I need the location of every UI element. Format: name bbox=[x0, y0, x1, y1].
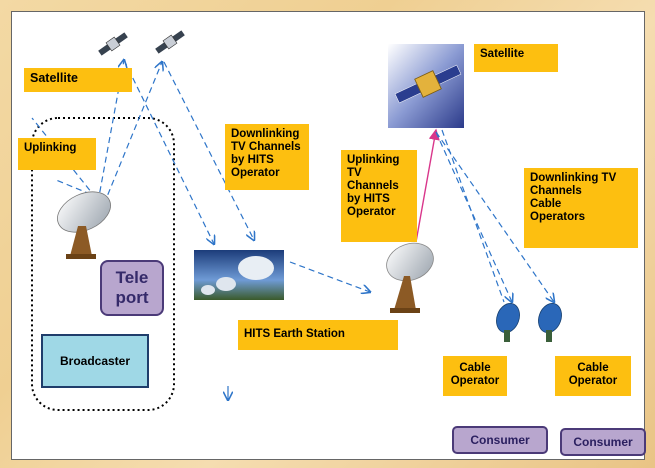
cable-operator-label-2: Cable Operator bbox=[555, 356, 631, 396]
dish-antenna-icon bbox=[57, 191, 111, 259]
uplinking-label: Uplinking bbox=[18, 138, 96, 170]
downlink-cable-arrow-3 bbox=[435, 131, 554, 302]
broadcaster-box: Broadcaster bbox=[41, 334, 149, 388]
uplink-arrow-4 bbox=[55, 179, 101, 199]
satellite-icon bbox=[155, 30, 185, 54]
consumer-box-1: Consumer bbox=[452, 426, 548, 454]
hits-earth-station-label: HITS Earth Station bbox=[238, 320, 398, 350]
downlinking-cable-label: Downlinking TV Channels Cable Operators bbox=[524, 168, 638, 248]
teleport-box: Tele port bbox=[100, 260, 164, 316]
uplink-arrow-2 bbox=[103, 62, 162, 205]
cable-dish-icon bbox=[496, 303, 520, 342]
downlink-hits-arrow-2 bbox=[163, 61, 254, 240]
satellite-label-left: Satellite bbox=[24, 68, 132, 92]
downlink-hits-arrow-1 bbox=[123, 59, 214, 244]
teleport-group-boundary bbox=[31, 117, 175, 411]
cable-dish-icon bbox=[538, 303, 562, 342]
downlink-cable-arrow-2 bbox=[441, 129, 505, 303]
downlink-cable-arrow-1 bbox=[435, 131, 512, 302]
earth-station-dishes-icon bbox=[194, 250, 284, 300]
consumer-box-2: Consumer bbox=[560, 428, 646, 456]
satellite-icon bbox=[98, 32, 128, 56]
hits-uplink-arrow bbox=[415, 128, 440, 243]
station-link-arrow bbox=[289, 261, 370, 292]
satellite-icon bbox=[388, 44, 464, 128]
downlinking-hits-label: Downlinking TV Channels by HITS Operator bbox=[225, 124, 309, 190]
uplinking-hits-label: Uplinking TV Channels by HITS Operator bbox=[341, 150, 417, 242]
satellite-label-right: Satellite bbox=[474, 44, 558, 72]
dish-antenna-icon bbox=[386, 242, 434, 313]
cable-operator-label-1: Cable Operator bbox=[443, 356, 507, 396]
